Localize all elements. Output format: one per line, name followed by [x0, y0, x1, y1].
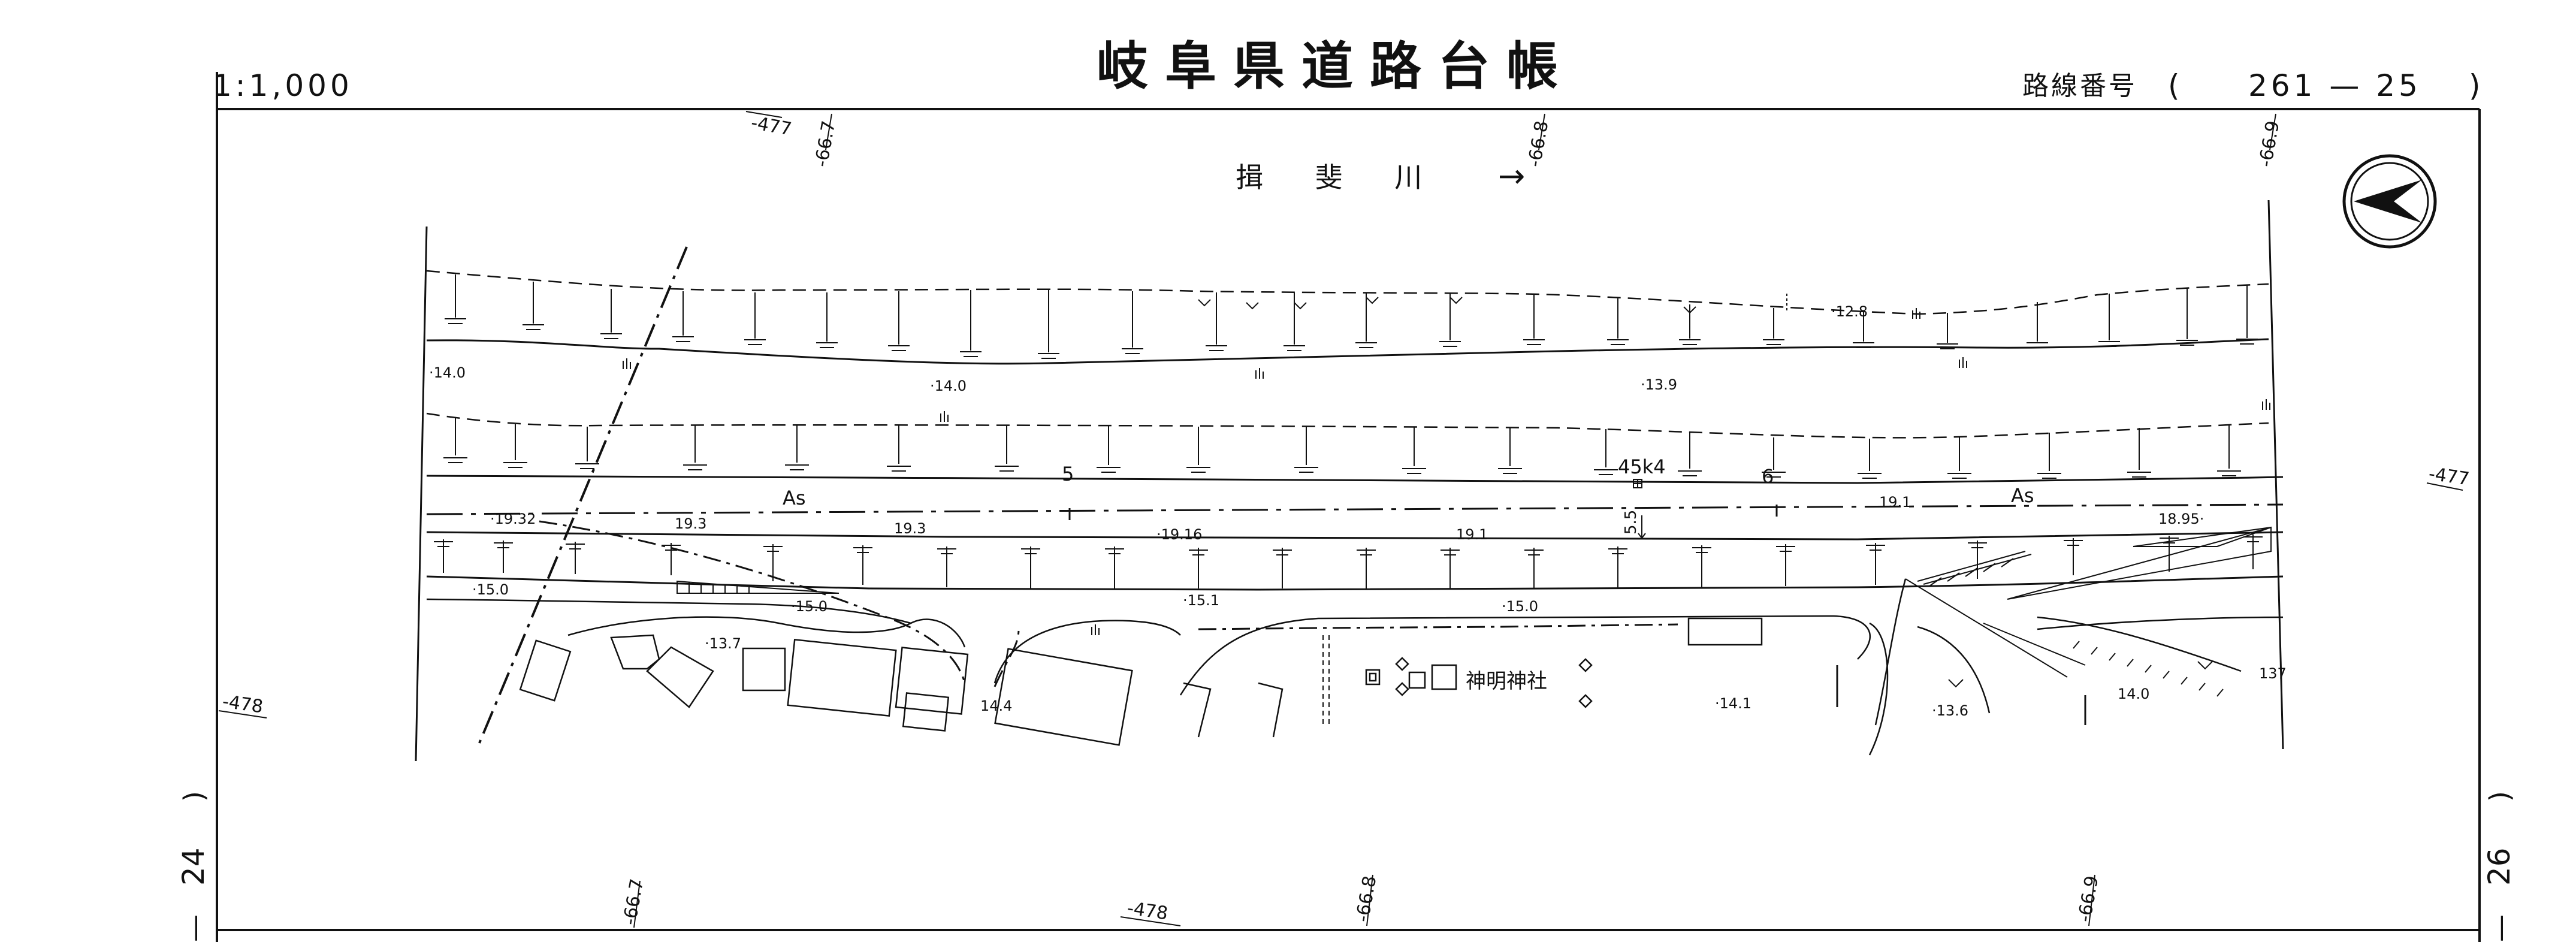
grid-label-top-667: -66.7 [811, 119, 839, 169]
map-scale: 1:1,000 [213, 68, 353, 103]
middle-bank-crest [426, 412, 2269, 439]
road-south-edge [426, 531, 2284, 541]
dash-dot-boundary-3 [993, 629, 1020, 687]
elevation: 18.95· [2158, 511, 2204, 527]
lower-road-east-edge [1868, 622, 1889, 756]
lower-bank-hachures [434, 535, 2263, 588]
left-sheet-paren: ) [178, 791, 210, 802]
elevation: ·13.6 [1932, 702, 1968, 719]
grid-label-top-477: -477 [750, 112, 793, 140]
elevation: ·15.0 [791, 598, 828, 615]
road-surface-label: As [783, 487, 806, 509]
grid-label-left-478: -478 [221, 691, 264, 717]
north-arrow-icon [2342, 154, 2437, 249]
side-road-right-2 [1917, 626, 1991, 714]
shrine-boundary [1322, 635, 1330, 725]
lower-road-west-curve [567, 616, 966, 648]
route-open-paren: ( [2168, 68, 2180, 103]
buildings [519, 617, 1763, 746]
route-number: 261 — 25 [2248, 68, 2421, 103]
river-flow-arrow: → [1498, 157, 1525, 195]
area-right-boundary [2267, 200, 2284, 750]
road-width-label: 5.5 [1622, 510, 1640, 535]
lower-road-east-block [1179, 615, 1871, 696]
distance-post-6: 6 [1762, 465, 1774, 488]
elevation: ·14.0 [930, 378, 967, 394]
ramp-right-lower [2037, 616, 2242, 672]
grid-label-bottom-669: -66.9 [2074, 874, 2103, 924]
elevation: ·12.8 [1831, 303, 1868, 320]
km-post-label: 45k4 [1618, 455, 1666, 478]
elevation: 19.3 [675, 515, 706, 532]
upper-bank-vegetation [1198, 294, 1787, 314]
middle-bank-hachures [443, 418, 2241, 479]
elevation: ·19.32 [490, 511, 536, 527]
elevation: 137 [2259, 665, 2287, 682]
elevation: 19.3 [894, 520, 926, 537]
elevation: 14.4 [980, 698, 1012, 714]
land-use-marks [623, 308, 2270, 688]
elevation: ·19.16 [1156, 526, 1202, 543]
upper-bank-crest [426, 270, 2269, 315]
right-slope-hatching [2073, 641, 2224, 697]
left-sheet-dash: — [178, 914, 210, 942]
river-name: 揖 斐 川 [1236, 161, 1443, 194]
elevation: 19.1 [1879, 494, 1911, 511]
elevation: ·13.7 [705, 635, 741, 652]
dash-dot-boundary-4 [1198, 623, 1678, 630]
road-surface-label-right: As [2011, 484, 2034, 507]
right-sheet-dash: — [2484, 914, 2516, 942]
upper-bank-hachures [445, 274, 2258, 359]
side-road-right [1874, 578, 1907, 726]
elevation: ·15.0 [1502, 598, 1538, 615]
elevation: ·13.9 [1641, 376, 1677, 393]
right-corner-hatch [2133, 527, 2272, 547]
elevation: ·14.0 [429, 364, 466, 381]
grid-label-top-669: -66.9 [2255, 119, 2284, 169]
elevation: ·15.0 [472, 581, 509, 598]
road-width-arrow [1638, 515, 1646, 539]
elevation: ·14.1 [1715, 695, 1751, 712]
dash-dot-boundary [478, 246, 688, 744]
grid-label-right-477: -477 [2427, 463, 2471, 490]
lower-road-north-edge [426, 598, 911, 624]
crosshatch-band [1917, 551, 2032, 587]
grid-label-bottom-668: -66.8 [1352, 874, 1381, 924]
elevation: 19.1 [1456, 526, 1488, 543]
elevation: ·15.1 [1183, 592, 1219, 609]
grid-label-top-668: -66.8 [1524, 119, 1553, 169]
right-sheet-number: 26 [2482, 847, 2517, 886]
route-close-paren: ) [2469, 68, 2481, 103]
area-left-boundary [415, 226, 428, 762]
shrine-name: 神明神社 [1466, 669, 1547, 693]
road-centerline [426, 503, 2284, 515]
left-triangle-hatch [677, 580, 839, 594]
left-sheet-number: 24 [176, 847, 211, 886]
right-sheet-paren: ) [2484, 791, 2516, 802]
page-title: 岐阜県道路台帳 [1097, 37, 1575, 96]
km-post-icon [1633, 479, 1642, 488]
right-triangle-hatch [2007, 526, 2272, 600]
right-slope-line [1905, 578, 2086, 678]
shrine-symbol-icon [1365, 657, 1593, 708]
distance-post-5: 5 [1062, 463, 1074, 485]
route-number-label: 路線番号 [2022, 71, 2137, 101]
grid-label-bottom-667: -66.7 [619, 877, 648, 927]
upper-bank-toe [426, 338, 2269, 365]
road-north-edge [426, 475, 2284, 484]
ramp-right-upper [2037, 616, 2284, 630]
grid-ticks [218, 111, 2463, 928]
elevation: 14.0 [2118, 686, 2149, 702]
